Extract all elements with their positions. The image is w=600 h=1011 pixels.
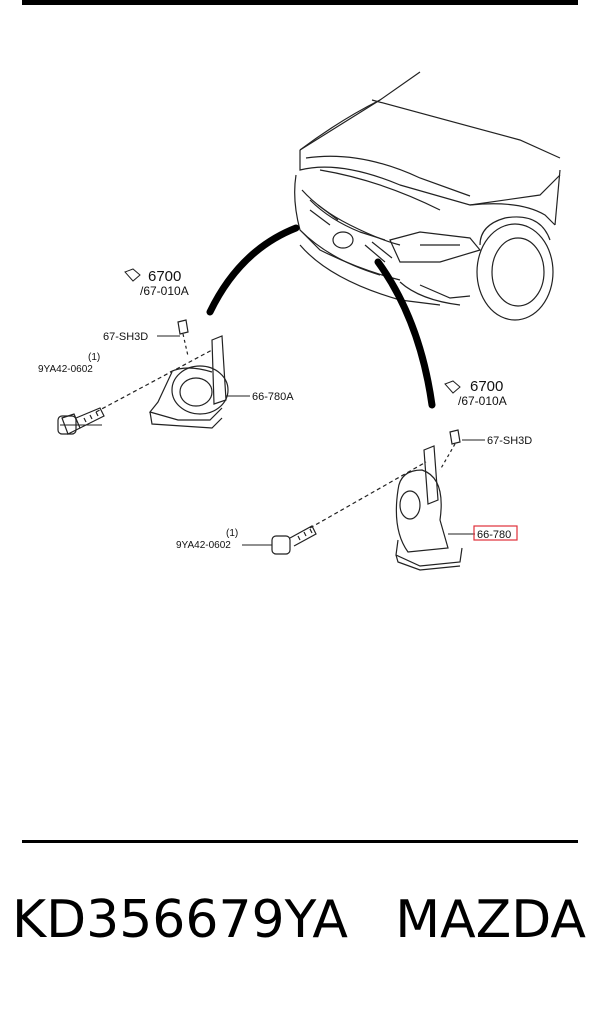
footer: KD356679YA MAZDA	[0, 890, 600, 970]
left-bolt-qty: (1)	[88, 352, 100, 363]
left-group-sub: /67-010A	[140, 284, 189, 298]
right-bolt-label: 9YA42-0602	[176, 540, 231, 551]
connector-icon	[444, 380, 461, 394]
left-clip-label: 67-SH3D	[103, 331, 148, 343]
left-horn-assembly	[57, 319, 229, 435]
right-horn-label: 66-780	[477, 529, 511, 541]
right-group-code: 6700	[470, 378, 503, 395]
left-horn-label: 66-780A	[252, 391, 294, 403]
highlight-box	[473, 525, 518, 541]
left-bolt-label: 9YA42-0602	[38, 364, 93, 375]
right-bolt-qty: (1)	[226, 528, 238, 539]
leader-arrows	[206, 224, 436, 409]
connector-icon	[124, 268, 141, 282]
left-labels: 6700 /67-010A 67-SH3D (1) 9YA42-0602 66-…	[38, 268, 294, 403]
part-number: KD356679YA	[12, 890, 348, 950]
top-rule	[22, 0, 578, 5]
left-group-code: 6700	[148, 268, 181, 285]
right-group-sub: /67-010A	[458, 394, 507, 408]
brand-name: MAZDA	[395, 890, 586, 950]
bottom-rule	[22, 840, 578, 843]
right-clip-label: 67-SH3D	[487, 435, 532, 447]
horn-parts-diagram: 6700 /67-010A 67-SH3D (1) 9YA42-0602 66-…	[38, 71, 561, 571]
right-horn-assembly	[271, 429, 463, 571]
car-front-illustration	[294, 71, 561, 321]
right-labels: 6700 /67-010A 67-SH3D (1) 9YA42-0602 66-…	[176, 378, 532, 551]
callout-leaders	[60, 335, 485, 546]
